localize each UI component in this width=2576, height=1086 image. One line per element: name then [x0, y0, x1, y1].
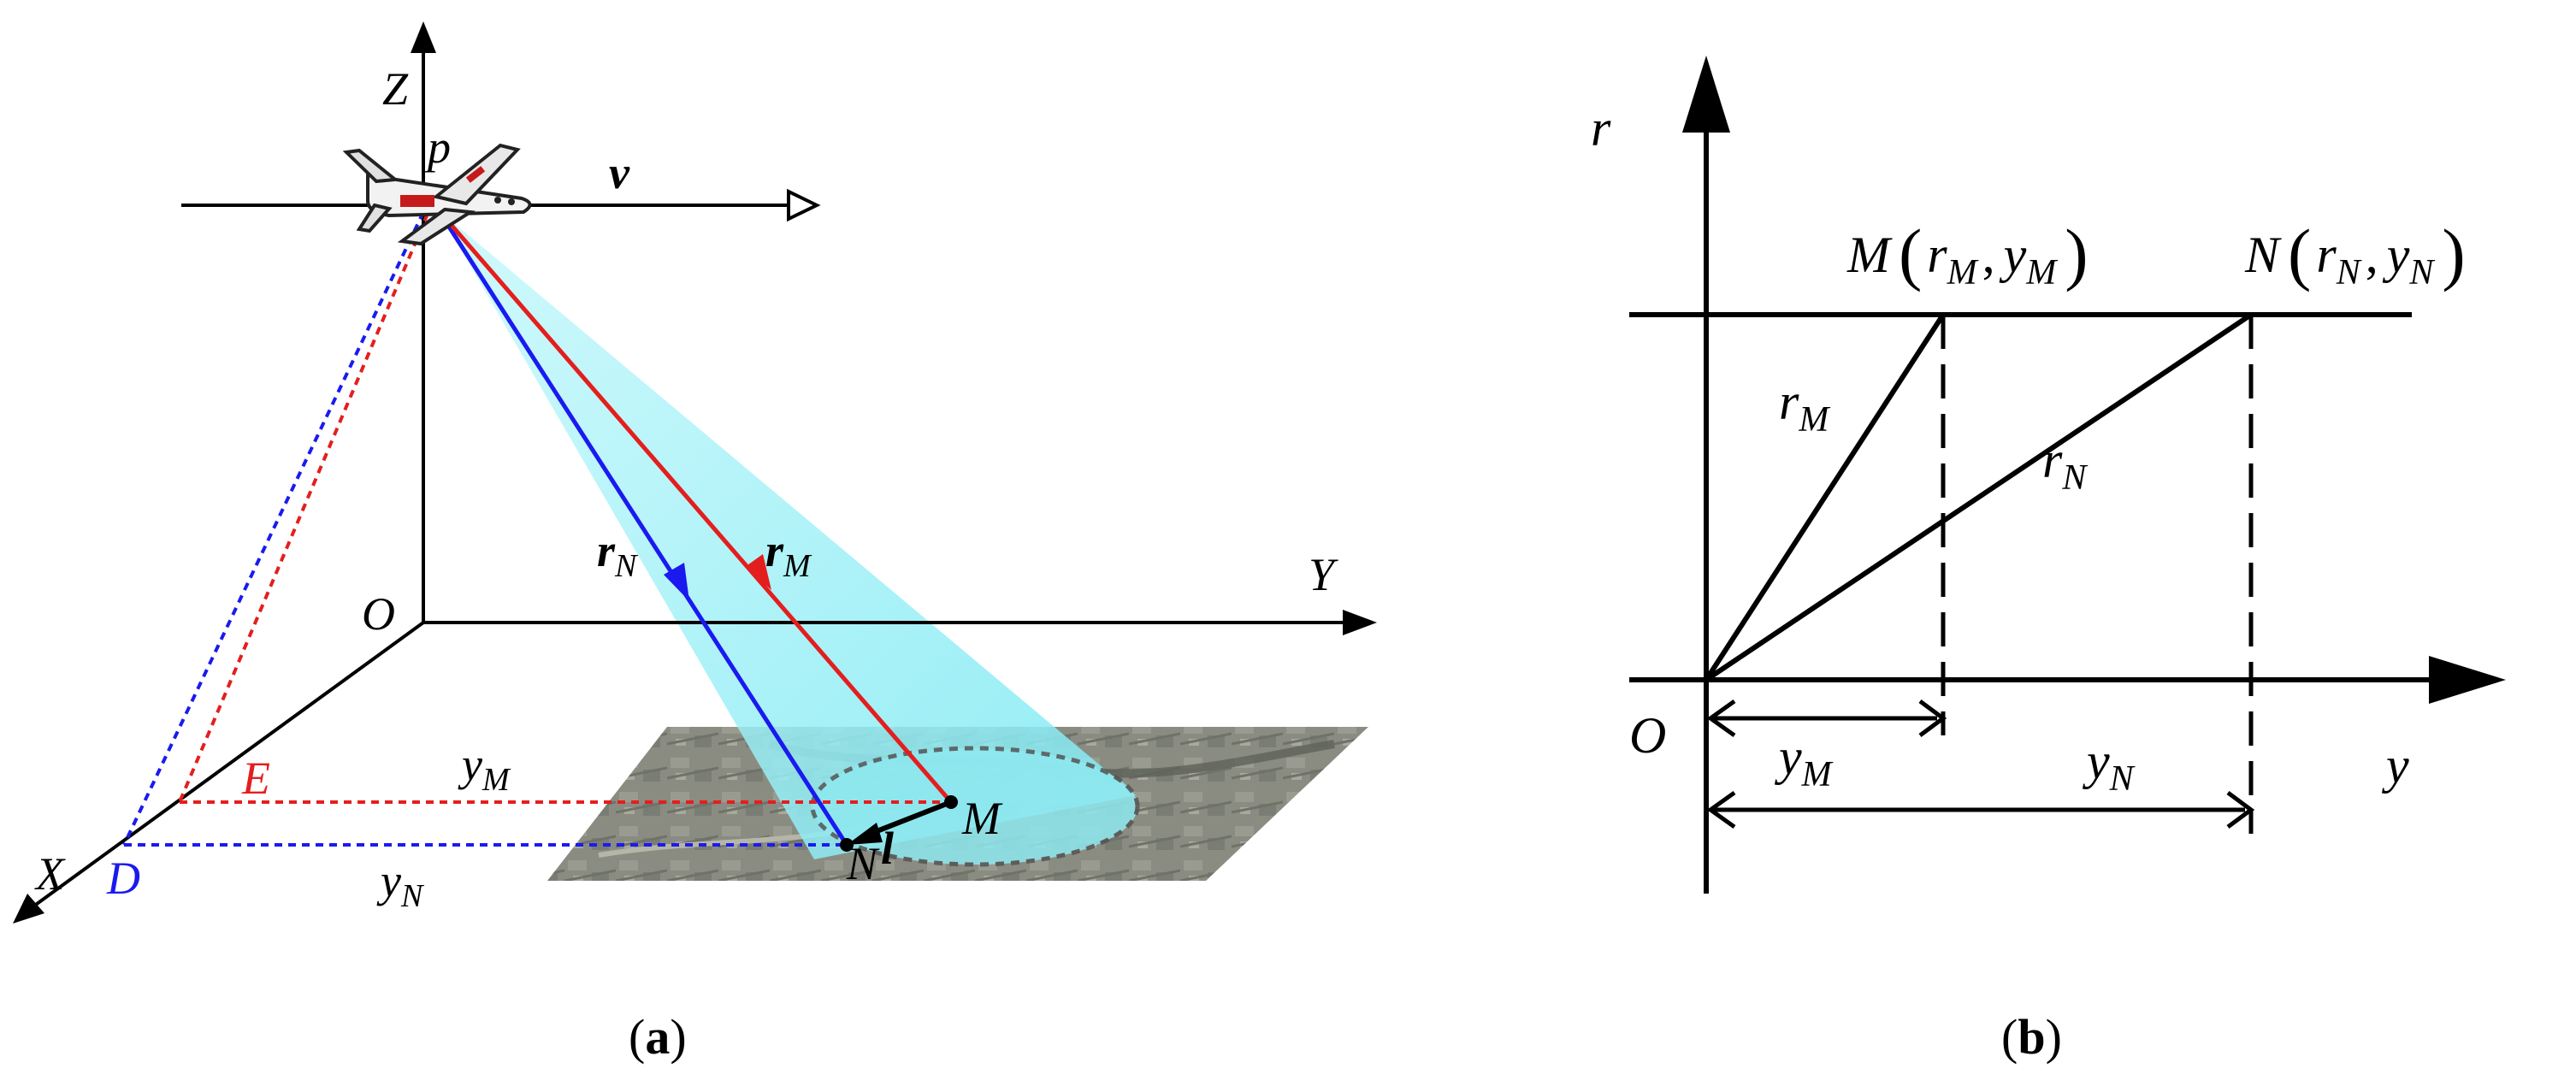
dashed-verticals — [1941, 315, 2254, 834]
vector-l-label: l — [881, 823, 894, 874]
r-axis-arrow — [1682, 56, 1730, 133]
r-m-label: rM — [765, 525, 812, 584]
r-m-arrowhead — [745, 554, 771, 590]
z-axis-arrow — [411, 21, 436, 53]
x-axis-arrow — [13, 894, 44, 924]
origin-label: O — [362, 588, 395, 640]
radar-beam — [438, 210, 1136, 859]
r-n-arrowhead — [664, 563, 689, 601]
y-m-label-a: yM — [458, 739, 511, 798]
z-axis-label: Z — [382, 63, 409, 115]
r-m-vector — [436, 208, 953, 804]
y-axis-label: Y — [1309, 549, 1338, 600]
r-axis-label: r — [1591, 100, 1611, 156]
r-n-label-b: rN — [2042, 432, 2088, 498]
caption-b: (b) — [2001, 1009, 2062, 1065]
aircraft-icon — [342, 143, 532, 246]
point-n-coordinates: N(rN,yN) — [2244, 215, 2466, 292]
panel-a: Z Y X O p v rN rM E D yM yN M N l (a) — [13, 21, 1377, 1065]
beam-footprint — [810, 746, 1140, 867]
y-m-label-b: yM — [1774, 729, 1834, 794]
r-n-vector — [435, 208, 849, 847]
caption-a: (a) — [629, 1009, 687, 1065]
platform-label: p — [424, 121, 451, 173]
dimension-lines — [1706, 699, 2255, 829]
l-arrowhead — [847, 823, 883, 845]
r-m-label-b: rM — [1779, 374, 1830, 440]
projection-lines — [122, 211, 951, 847]
panel-b: r y O M(rM,yM) N(rN,yN) rM rN yM yN (b) — [1591, 56, 2506, 1065]
y-axis-arrow — [1343, 610, 1377, 635]
point-n-dot — [840, 838, 854, 852]
point-n-label: N — [846, 838, 880, 889]
y-n-label-b: yN — [2082, 733, 2136, 799]
r-n-label: rN — [597, 525, 639, 584]
origin-label-b: O — [1629, 707, 1666, 764]
point-m-coordinates: M(rM,yM) — [1846, 215, 2089, 292]
velocity-arrow — [787, 188, 821, 222]
point-m-dot — [944, 795, 958, 809]
point-m-label: M — [961, 793, 1003, 844]
y-axis-label-b: y — [2381, 737, 2409, 794]
point-d-label: D — [106, 853, 140, 904]
axes-2d — [1629, 128, 2446, 894]
point-e-label: E — [241, 753, 270, 804]
y-axis-arrow-b — [2429, 656, 2506, 704]
y-n-label-a: yN — [376, 855, 425, 914]
velocity-label: v — [609, 147, 630, 198]
x-axis-label: X — [34, 848, 66, 900]
